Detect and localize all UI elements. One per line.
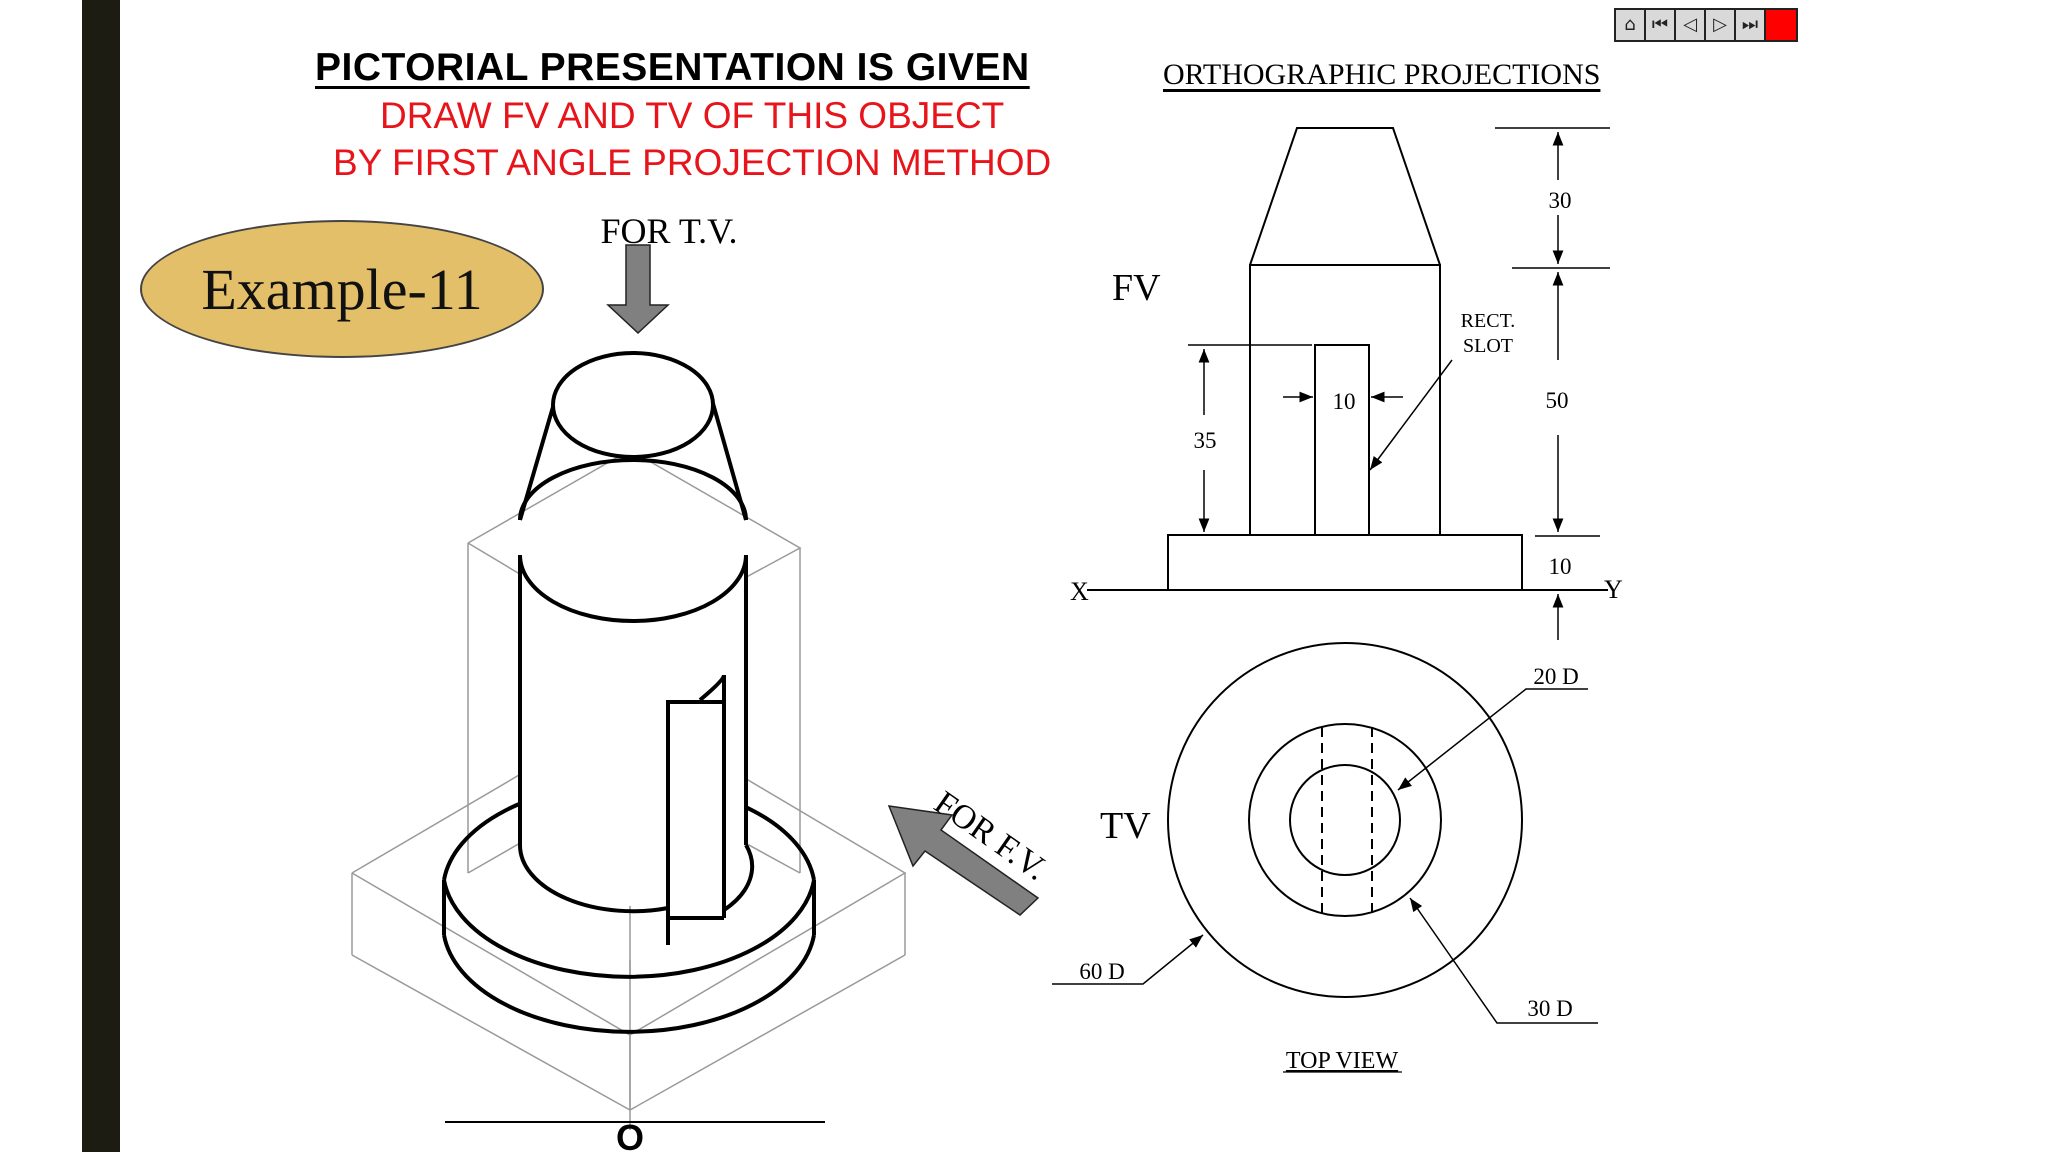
isometric-drawing: O FOR T.V. FOR F.V. — [351, 211, 1053, 1152]
next-slide-icon[interactable]: ▷ — [1706, 10, 1736, 40]
example-badge: Example-11 — [140, 220, 544, 358]
slide-nav-bar: ⌂ ⏮ ◁ ▷ ⏭ — [1614, 8, 1798, 42]
home-icon[interactable]: ⌂ — [1616, 10, 1646, 40]
fv-direction-arrow — [887, 805, 1040, 916]
top-view: TV 20 D 30 D 60 D TOP VIEW — [1052, 642, 1598, 1074]
front-view: X Y FV 30 50 10 35 10 R — [1070, 127, 1623, 640]
dim-30d: 30 D — [1527, 996, 1572, 1021]
top-view-caption: TOP VIEW — [1286, 1048, 1399, 1074]
orthographic-title: ORTHOGRAPHIC PROJECTIONS — [1163, 58, 1601, 91]
prev-slide-icon[interactable]: ◁ — [1676, 10, 1706, 40]
fv-base — [1167, 534, 1523, 591]
example-label: Example-11 — [201, 256, 483, 322]
tv-label: TV — [1100, 805, 1151, 847]
y-label: Y — [1604, 575, 1623, 604]
for-tv-label: FOR T.V. — [600, 211, 737, 251]
first-slide-icon[interactable]: ⏮ — [1646, 10, 1676, 40]
dim-cone-height: 30 — [1549, 188, 1572, 213]
tv-circle-20d — [1289, 764, 1401, 876]
x-label: X — [1070, 577, 1089, 606]
stop-icon[interactable] — [1766, 10, 1796, 40]
left-dark-bar — [82, 0, 120, 1152]
instruction-line-2: BY FIRST ANGLE PROJECTION METHOD — [333, 142, 1052, 183]
tv-circle-30d — [1248, 723, 1442, 917]
dim-20d: 20 D — [1533, 664, 1578, 689]
instruction-line-1: DRAW FV AND TV OF THIS OBJECT — [380, 95, 1005, 136]
rect-slot — [666, 674, 726, 945]
dim-60d: 60 D — [1079, 959, 1124, 984]
dim-base-height: 10 — [1549, 554, 1572, 579]
truncated-cone — [518, 351, 748, 521]
fv-label: FV — [1112, 267, 1161, 309]
rect-slot-label-2: SLOT — [1463, 335, 1513, 357]
page-title: PICTORIAL PRESENTATION IS GIVEN — [315, 46, 1030, 89]
dim-slot-height: 35 — [1194, 428, 1217, 453]
main-cylinder — [517, 489, 755, 914]
rect-slot-label-1: RECT. — [1461, 310, 1516, 332]
dim-slot-width: 10 — [1333, 389, 1356, 414]
last-slide-icon[interactable]: ⏭ — [1736, 10, 1766, 40]
fv-slot — [1314, 344, 1370, 536]
fv-cone — [1249, 127, 1441, 266]
dim-body-height: 50 — [1546, 388, 1569, 413]
origin-label: O — [616, 1117, 644, 1152]
tv-direction-arrow — [606, 244, 670, 335]
tv-circle-60d — [1167, 642, 1523, 998]
